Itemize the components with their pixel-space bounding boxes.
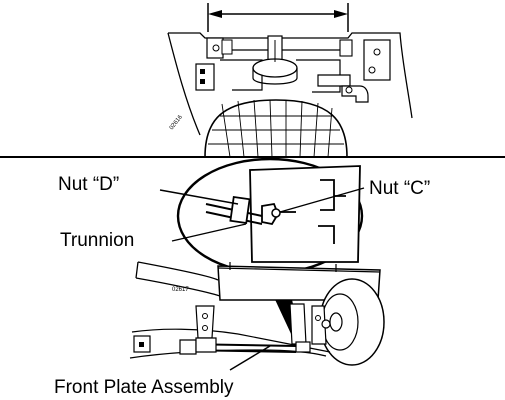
trunnion-label: Trunnion: [60, 230, 134, 251]
front-plate-assembly: [129, 303, 331, 359]
trunnion-detail-view: 02617: [129, 157, 385, 371]
center-hub: [252, 35, 298, 85]
top-figure-code: 02616: [169, 114, 184, 131]
left-bracket: [195, 37, 233, 91]
bottom-figure-code: 02617: [172, 287, 189, 293]
front-plate-assembly-label: Front Plate Assembly: [54, 377, 234, 398]
front-tire: [204, 99, 348, 158]
leader-lines: [159, 187, 365, 371]
width-dimension-arrow: [207, 3, 349, 32]
nut-c-label: Nut “C”: [369, 178, 430, 199]
detail-zoom-ellipse: [176, 157, 364, 275]
top-view-illustration: 02616: [0, 3, 505, 158]
right-bracket: [317, 39, 391, 103]
nut-d-label: Nut “D”: [58, 174, 119, 195]
